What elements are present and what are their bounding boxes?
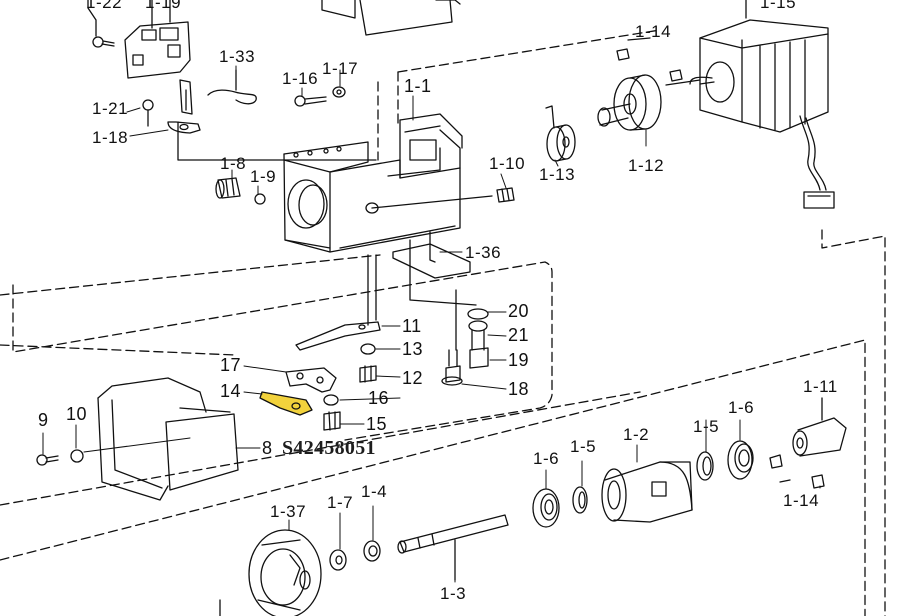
- label-15: 15: [366, 414, 388, 434]
- highlighted-part-14: [259, 391, 313, 416]
- bolt-stack-18-21: [441, 308, 489, 386]
- washer-1-7: [329, 549, 347, 571]
- cover-8: [97, 377, 239, 501]
- label-13: 13: [402, 339, 424, 359]
- label-1-15: 1-15: [760, 0, 797, 12]
- label-1-5-mid: 1-5: [570, 437, 597, 456]
- label-1-12: 1-12: [628, 156, 665, 175]
- label-1-13: 1-13: [539, 165, 576, 184]
- setscrew-right: [769, 454, 783, 469]
- ring-1-5-mid: [572, 486, 588, 514]
- washer-1-17: [332, 86, 346, 98]
- lever-11: [295, 321, 381, 351]
- pulley-1-13: [545, 105, 576, 162]
- spring-1-33: [207, 69, 257, 105]
- label-1-14-top: 1-14: [635, 22, 672, 41]
- label-14: 14: [220, 381, 242, 401]
- label-19: 19: [508, 350, 530, 370]
- part-number-stamp: S42458051: [282, 437, 376, 459]
- washer-13: [360, 343, 376, 355]
- plate-1-36: [392, 231, 471, 279]
- bracket-17: [285, 367, 337, 393]
- setscrew-1-10: [496, 187, 515, 203]
- label-1-37: 1-37: [270, 502, 307, 521]
- washer-16: [323, 394, 339, 406]
- label-10: 10: [66, 404, 88, 424]
- label-1-5-right: 1-5: [693, 417, 720, 436]
- setscrew-1-14-bottom: [811, 474, 825, 489]
- guide-lines: [367, 239, 477, 351]
- label-17: 17: [220, 355, 242, 375]
- collar-1-4: [363, 540, 381, 562]
- label-1-9: 1-9: [250, 167, 277, 186]
- screw-9: [36, 454, 59, 466]
- top-plates: [321, 0, 461, 36]
- label-1-3: 1-3: [440, 584, 467, 603]
- main-frame-1-1: [283, 113, 493, 253]
- leader-lines: [42, 65, 823, 583]
- label-16: 16: [368, 388, 390, 408]
- label-1-33: 1-33: [219, 47, 256, 66]
- coupling-1-11: [792, 397, 847, 457]
- screw-12: [359, 365, 377, 383]
- label-1-10: 1-10: [489, 154, 526, 173]
- label-1-7: 1-7: [327, 493, 354, 512]
- label-1-36: 1-36: [465, 243, 502, 262]
- pcb-module: [124, 0, 191, 79]
- label-1-2: 1-2: [623, 425, 650, 444]
- pulley-1-12: [597, 74, 701, 131]
- label-1-11: 1-11: [803, 377, 838, 396]
- stepper-motor-1-15: [689, 0, 835, 209]
- dashed-outline: [0, 29, 886, 616]
- label-21: 21: [508, 325, 530, 345]
- label-1-18: 1-18: [92, 128, 129, 147]
- label-1-16: 1-16: [282, 69, 319, 88]
- bearing-1-6-right: [727, 440, 754, 480]
- label-12: 12: [402, 368, 424, 388]
- label-1-8: 1-8: [220, 154, 247, 173]
- ring-1-5-right: [696, 451, 714, 481]
- plug-1-8: [215, 177, 241, 199]
- screw-1-22: [87, 0, 115, 48]
- shaft-1-3: [397, 514, 509, 581]
- label-1-1: 1-1: [404, 76, 432, 96]
- screw-1-16: [294, 95, 327, 107]
- leader: [779, 479, 791, 483]
- label-1-4: 1-4: [361, 482, 388, 501]
- hook-1-37: [219, 529, 322, 616]
- washer-10: [70, 449, 84, 463]
- bracket-1-18: [167, 79, 377, 161]
- label-1-6-right: 1-6: [728, 398, 755, 417]
- label-1-6-mid: 1-6: [533, 449, 560, 468]
- bearing-1-6-mid: [532, 488, 560, 528]
- label-8: 8: [262, 438, 273, 458]
- label-20: 20: [508, 301, 530, 321]
- label-9: 9: [38, 410, 49, 430]
- label-18: 18: [508, 379, 530, 399]
- sleeve-1-2: [601, 461, 693, 523]
- label-1-21: 1-21: [92, 99, 129, 118]
- setscrews-1-14: [616, 37, 683, 82]
- label-1-17: 1-17: [322, 59, 359, 78]
- label-1-14-bottom: 1-14: [783, 491, 820, 510]
- label-1-19: 1-19: [145, 0, 182, 12]
- screw-15: [323, 411, 341, 431]
- screw-1-21: [142, 99, 154, 127]
- label-11: 11: [402, 316, 422, 336]
- label-1-22: 1-22: [86, 0, 123, 12]
- ring-1-9: [254, 193, 266, 205]
